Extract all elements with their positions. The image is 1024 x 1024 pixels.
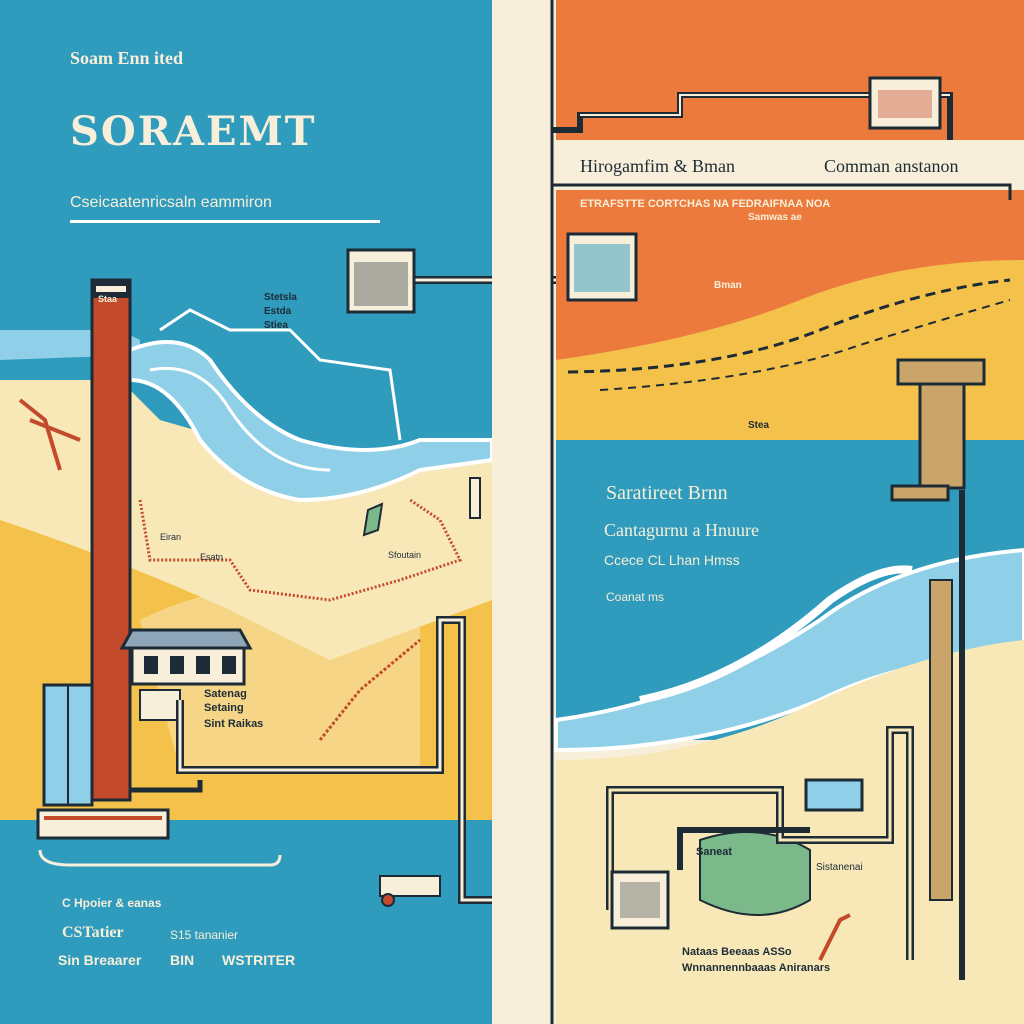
right-small-label-2: Stea (748, 420, 770, 431)
right-red-flare (818, 913, 851, 961)
right-mid-pipe (677, 827, 810, 870)
right-blue-sub3: Coanat ms (606, 590, 665, 604)
right-top-orange (556, 0, 1024, 140)
left-footer-2: CSTatier (62, 924, 124, 941)
left-river-inner (149, 366, 331, 472)
left-pipe-lower (130, 780, 203, 793)
right-tower (918, 382, 966, 490)
small-label-3: Sfoutain (388, 550, 422, 560)
building-label-2: Setaing (204, 702, 244, 714)
right-footer-2: Wnnannennbaaas Aniranars (682, 962, 831, 974)
tower-label: Staa (98, 294, 118, 304)
right-tower-base (890, 484, 950, 502)
left-footer-1: C Hpoier & eanas (62, 896, 162, 910)
right-blue-device (804, 778, 864, 812)
left-footer-5: BIN (170, 952, 195, 968)
right-yellow-wave (556, 260, 1024, 440)
right-yellow-column (929, 579, 953, 901)
red-route (138, 498, 463, 602)
left-device (379, 875, 441, 897)
right-section-subtitle: Samwas ae (748, 212, 802, 223)
right-blue-sub2: Ccece CL Lhan Hmss (604, 552, 740, 568)
right-section-title: ETRAFSTTE CORTCHAS NA FEDRAIFNAA NOA (580, 198, 831, 210)
map-label-2: Estda (264, 306, 292, 317)
right-dash-line-2 (599, 299, 1011, 391)
red-kite (18, 398, 81, 471)
center-divider (492, 0, 552, 1024)
right-top-box (868, 76, 942, 130)
right-top-label-2: Comman anstanon (824, 156, 959, 176)
right-bottom-box (610, 870, 670, 930)
right-footer-1: Nataas Beeaas ASSo (682, 946, 792, 958)
left-footer-4: Sin Breaarer (58, 952, 142, 968)
title-underline (70, 220, 380, 223)
left-kicker: Soam Enn ited (70, 48, 184, 68)
building-label-1: Satenag (204, 688, 247, 700)
right-white-stream (639, 565, 913, 704)
right-blue-sub1: Cantagurnu a Hnuure (604, 520, 759, 540)
small-label-2: Esatn (200, 552, 224, 562)
left-footer-6: WSTRITER (222, 952, 296, 968)
map-label-3: Stiea (264, 320, 288, 331)
right-frame-line (550, 183, 1012, 200)
right-bottom-label-1: Saneat (696, 846, 733, 858)
small-pillar (469, 477, 481, 519)
map-label-1: Stetsla (264, 292, 297, 303)
left-river (128, 340, 494, 503)
left-subtitle: Cseicaatenricsaln eammiron (70, 194, 272, 211)
tower-base (36, 808, 170, 840)
right-blue-title: Saratireet Brnn (606, 482, 728, 504)
right-tower-cap (896, 358, 986, 386)
left-bottom-line (38, 849, 282, 867)
right-dash-line-1 (567, 278, 1011, 374)
small-label-1: Eiran (160, 532, 182, 542)
left-footer-3: S15 tananier (170, 928, 239, 942)
red-route-2 (318, 638, 421, 741)
building-label-3: Sint Raikas (204, 718, 264, 730)
right-top-label-1: Hirogamfim & Bman (580, 156, 735, 176)
left-map-box (346, 248, 416, 314)
left-title: SORAEMT (70, 108, 317, 155)
left-route-outline (159, 308, 402, 441)
right-green-land (699, 831, 811, 916)
right-top-line-band (556, 140, 1024, 184)
right-bottom-label-2: Sistanenai (816, 862, 863, 873)
house-roof (119, 628, 253, 650)
green-leaf (362, 502, 384, 537)
red-tower (90, 278, 132, 802)
right-small-label-1: Bman (714, 280, 742, 291)
